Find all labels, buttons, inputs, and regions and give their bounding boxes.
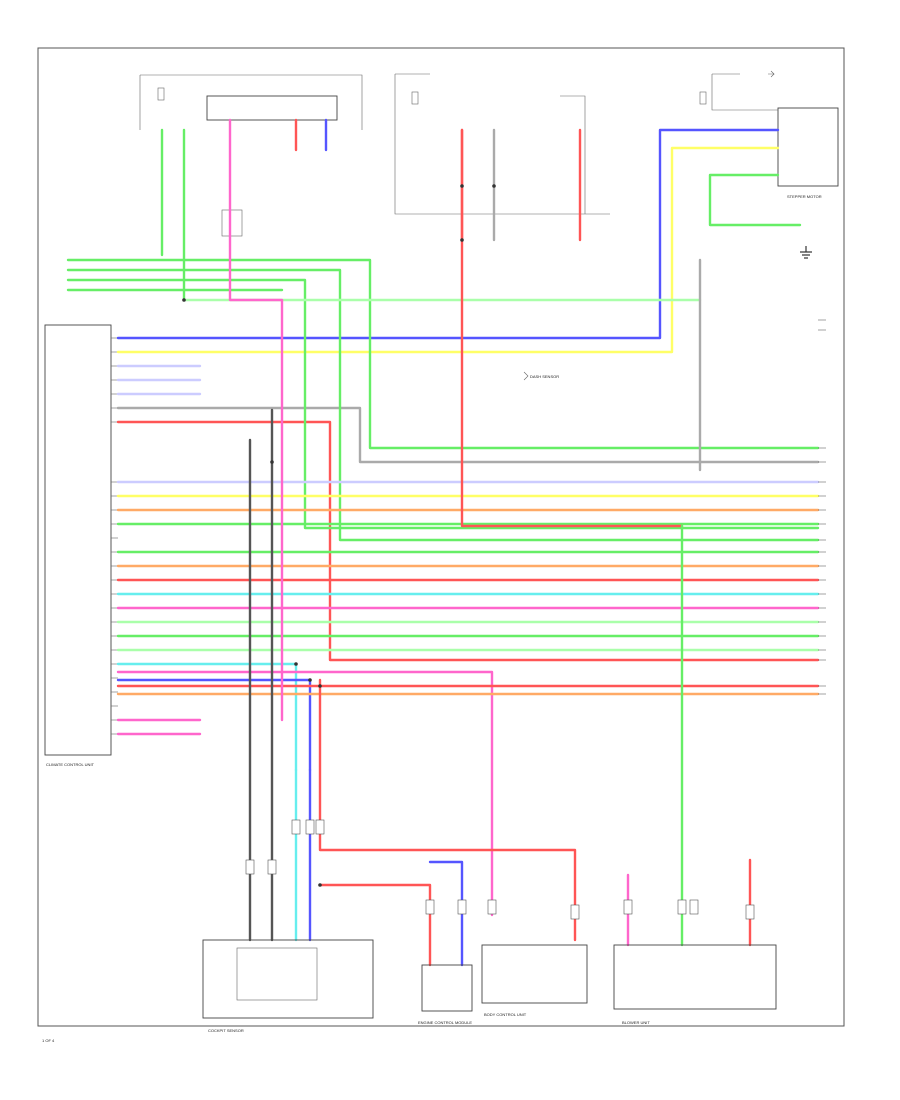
arrow-marker-icon <box>523 371 529 381</box>
blower-unit-label: BLOWER UNIT <box>622 1020 650 1025</box>
transmission-module-lead <box>711 73 778 111</box>
fuse-box-right-inner <box>560 95 586 214</box>
right-terminals <box>818 319 826 695</box>
fuse-box-right <box>394 73 610 215</box>
climate-control-unit-box <box>44 324 112 756</box>
engine-control-module-box <box>421 964 473 1012</box>
cockpit-sensor-box <box>202 939 374 1019</box>
splice-dots <box>182 184 496 887</box>
fuse-box-outline <box>139 74 363 130</box>
stepper-motor-label: STEPPER MOTOR <box>787 194 822 199</box>
fuse-symbols <box>157 87 707 237</box>
page-marker: 1 OF 4 <box>42 1038 55 1043</box>
cockpit-sensor-label: COCKPIT SENSOR <box>208 1028 244 1033</box>
blower-unit-box <box>613 944 777 1010</box>
wire-bus <box>66 128 820 947</box>
bottom-connectors <box>245 819 755 920</box>
engine-control-module-label: ENGINE CONTROL MODULE <box>418 1020 472 1025</box>
dash-sensor-label: DASH SENSOR <box>530 374 559 379</box>
relay-box <box>206 95 338 121</box>
ground-symbol-icon <box>800 246 812 259</box>
diagram-frame <box>37 47 845 1027</box>
body-control-unit-box <box>481 944 588 1004</box>
wire-verticals <box>160 118 802 967</box>
relay-arrow-icon <box>768 70 775 78</box>
transmission-module <box>777 107 839 187</box>
climate-control-unit-label: CLIMATE CONTROL UNIT <box>46 762 95 767</box>
cockpit-sensor-inner <box>236 947 318 1001</box>
body-control-unit-label: BODY CONTROL UNIT <box>484 1012 527 1017</box>
climate-control-pins <box>111 337 118 735</box>
